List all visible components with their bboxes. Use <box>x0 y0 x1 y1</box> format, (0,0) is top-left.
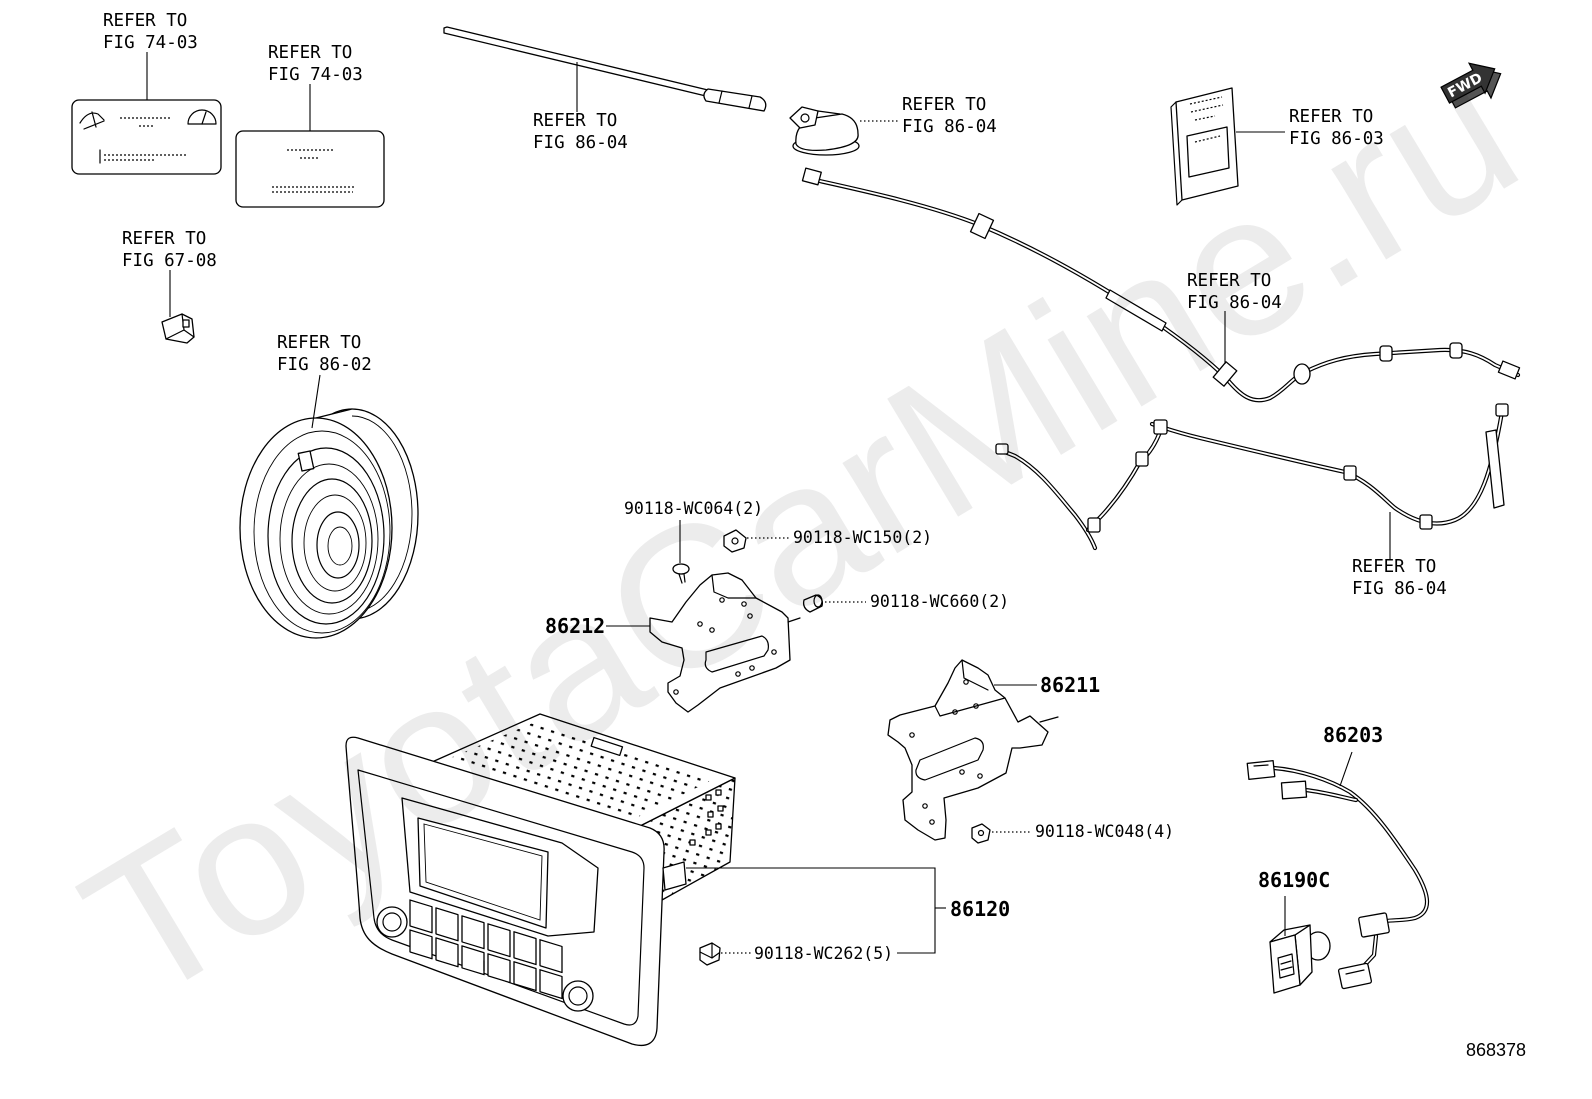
volume-knob-left <box>376 906 408 938</box>
refer-label-line2: FIG 74-03 <box>268 65 363 85</box>
clip-wc262 <box>699 942 721 966</box>
refer-label-line1: REFER TO <box>277 333 361 353</box>
part-number-86212[interactable]: 86212 <box>545 614 605 638</box>
part-number-90118-wc262[interactable]: 90118-WC262(5) <box>754 944 893 963</box>
antenna-cable-lower <box>995 403 1509 551</box>
part-number-90118-wc660[interactable]: 90118-WC660(2) <box>870 592 1009 611</box>
diagram-id: 868378 <box>1466 1040 1526 1060</box>
refer-label-line2: FIG 86-03 <box>1289 129 1384 149</box>
part-number-86120[interactable]: 86120 <box>950 897 1010 921</box>
screw-wc660 <box>802 594 824 613</box>
refer-label-line2: FIG 86-04 <box>1187 293 1282 313</box>
forward-arrow-icon: FWD <box>1440 62 1502 109</box>
leader-line <box>1339 751 1353 787</box>
nut-wc150 <box>723 529 747 553</box>
part-number-90118-wc048[interactable]: 90118-WC048(4) <box>1035 822 1174 841</box>
screw-wc064 <box>672 563 690 584</box>
refer-label-line2: FIG 86-04 <box>533 133 628 153</box>
trim-clip <box>161 313 195 344</box>
refer-label-line2: FIG 74-03 <box>103 33 198 53</box>
refer-label-line1: REFER TO <box>122 229 206 249</box>
leader-line <box>686 867 936 954</box>
usb-harness <box>1246 760 1430 990</box>
radio-head-unit <box>345 713 736 1047</box>
info-card-left <box>71 99 222 175</box>
refer-label-line2: FIG 86-02 <box>277 355 372 375</box>
clip-wc048 <box>971 823 991 844</box>
part-number-90118-wc150[interactable]: 90118-WC150(2) <box>793 528 932 547</box>
part-number-86190c[interactable]: 86190C <box>1258 868 1330 892</box>
part-number-90118-wc064[interactable]: 90118-WC064(2) <box>624 499 763 518</box>
antenna-rod <box>443 26 767 112</box>
refer-label-line1: REFER TO <box>902 95 986 115</box>
antenna-base <box>789 106 860 156</box>
refer-label-line1: REFER TO <box>268 43 352 63</box>
refer-label-line1: REFER TO <box>103 11 187 31</box>
radio-bracket-right <box>887 659 1059 841</box>
speaker <box>239 408 419 639</box>
antenna-cable-upper <box>801 167 1521 403</box>
info-card-middle <box>235 130 385 208</box>
usb-adapter <box>1269 924 1331 994</box>
leader-line <box>311 374 321 429</box>
radio-bracket-left <box>649 572 801 713</box>
refer-label-line1: REFER TO <box>1187 271 1271 291</box>
refer-label-line1: REFER TO <box>1289 107 1373 127</box>
part-number-86211[interactable]: 86211 <box>1040 673 1100 697</box>
part-number-86203[interactable]: 86203 <box>1323 723 1383 747</box>
owners-manual <box>1170 87 1239 206</box>
refer-label-line1: REFER TO <box>533 111 617 131</box>
refer-label-line2: FIG 67-08 <box>122 251 217 271</box>
refer-label-line1: REFER TO <box>1352 557 1436 577</box>
tuning-knob-right <box>562 980 594 1012</box>
refer-label-line2: FIG 86-04 <box>902 117 997 137</box>
refer-label-line2: FIG 86-04 <box>1352 579 1447 599</box>
